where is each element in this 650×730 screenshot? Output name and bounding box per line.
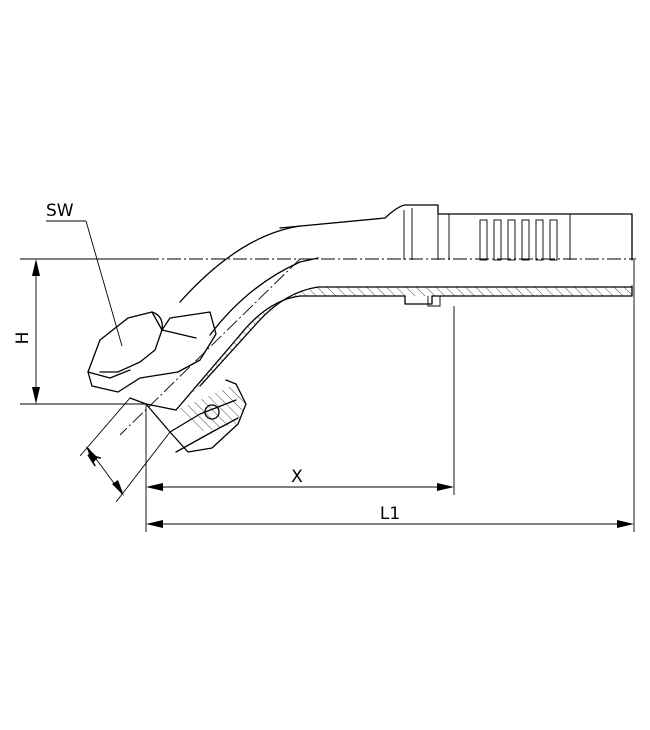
serration-grooves [403, 208, 571, 261]
a-label: A [82, 448, 105, 469]
coupling-end [129, 379, 247, 453]
dimension-l1: L1 [146, 504, 634, 528]
x-label: X [291, 467, 303, 487]
centre-lines [119, 258, 636, 436]
section-hatch-straight [300, 287, 632, 296]
extension-lines [20, 258, 635, 532]
l1-label: L1 [380, 504, 400, 524]
section-hatch-diagonal [176, 322, 258, 410]
h-label: H [13, 332, 33, 345]
hose-tail [279, 204, 633, 307]
dimension-a: A [82, 446, 124, 496]
o-ring [204, 404, 220, 420]
dimension-h: H [13, 259, 40, 404]
sw-label: SW [46, 201, 74, 221]
elbow-bend [175, 225, 319, 411]
dimension-x: X [146, 467, 454, 491]
sw-callout: SW [46, 201, 123, 347]
hex-nut [87, 311, 217, 393]
section-hatch-coupling [176, 384, 246, 432]
